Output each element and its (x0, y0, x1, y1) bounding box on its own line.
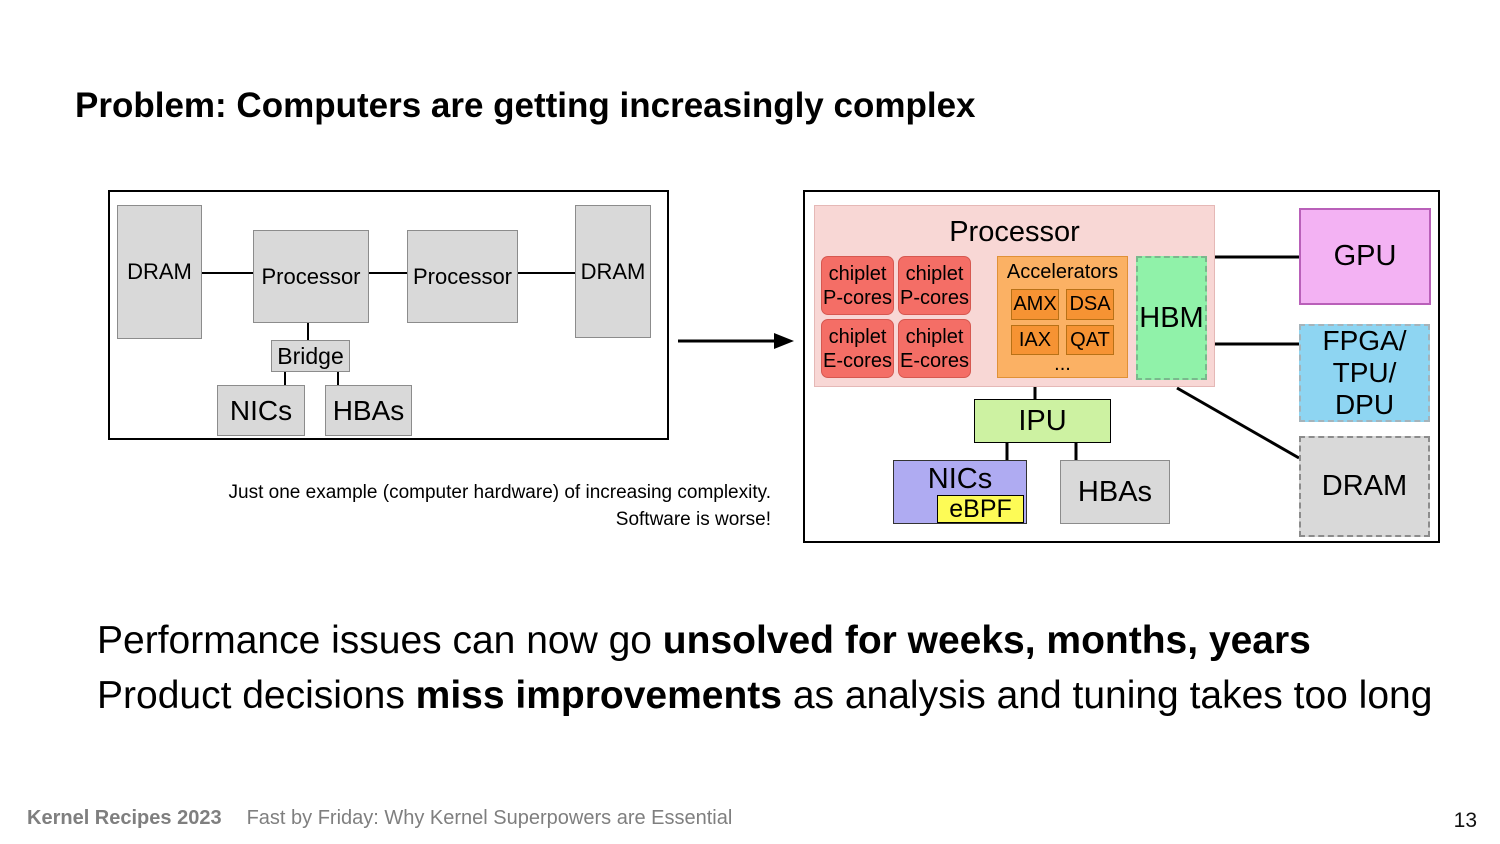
processor-package: Processor chiplet P-cores chiplet P-core… (814, 205, 1215, 387)
chiplet-line: E-cores (900, 349, 969, 372)
right-diagram: Processor chiplet P-cores chiplet P-core… (803, 190, 1440, 543)
chiplet-line: chiplet (905, 262, 964, 285)
chiplet-line: chiplet (828, 262, 887, 285)
footer-conference: Kernel Recipes 2023 (27, 807, 222, 829)
caption-line-1: Just one example (computer hardware) of … (228, 482, 771, 503)
body-line-2-normal-b: as analysis and tuning takes too long (781, 674, 1433, 717)
ebpf-box: eBPF (937, 495, 1024, 523)
box-processor-2: Processor (407, 230, 518, 323)
caption: Just one example (computer hardware) of … (171, 479, 771, 533)
hbas-box: HBAs (1060, 460, 1170, 524)
box-dram-right: DRAM (575, 205, 651, 338)
accel-unit-qat: QAT (1066, 325, 1114, 355)
left-diagram: DRAM Processor Processor DRAM Bridge NIC… (108, 190, 669, 440)
accelerators-ellipsis: ... (1054, 353, 1071, 375)
nics-box: NICs eBPF (893, 460, 1027, 524)
accelerators-box: Accelerators AMX DSA IAX QAT ... (997, 256, 1128, 378)
page-title: Problem: Computers are getting increasin… (75, 86, 976, 125)
fpga-line: TPU/ (1332, 357, 1397, 388)
body-line-1-normal: Performance issues can now go (97, 619, 663, 662)
box-hbas-left: HBAs (325, 385, 412, 436)
chiplet-line: P-cores (900, 286, 969, 309)
chiplet-p-cores-2: chiplet P-cores (898, 256, 971, 315)
gpu-box: GPU (1299, 208, 1431, 305)
chiplet-line: E-cores (823, 349, 892, 372)
chiplet-p-cores-1: chiplet P-cores (821, 256, 894, 315)
page-number: 13 (1453, 809, 1477, 832)
accel-unit-amx: AMX (1011, 289, 1059, 320)
box-bridge: Bridge (271, 340, 350, 372)
box-processor-1: Processor (253, 230, 369, 323)
caption-line-2: Software is worse! (615, 509, 771, 530)
chiplet-e-cores-2: chiplet E-cores (898, 319, 971, 378)
dram-box: DRAM (1299, 436, 1430, 537)
box-nics-left: NICs (217, 385, 305, 436)
body-line-2: Product decisions miss improvements as a… (97, 668, 1457, 723)
box-dram-left: DRAM (117, 205, 202, 339)
chiplet-line: chiplet (828, 325, 887, 348)
chiplet-line: chiplet (905, 325, 964, 348)
fpga-line: DPU (1334, 389, 1395, 420)
fpga-box: FPGA/ TPU/ DPU (1299, 324, 1430, 422)
body-line-1: Performance issues can now go unsolved f… (97, 613, 1457, 668)
chiplet-line: P-cores (823, 286, 892, 309)
accel-unit-iax: IAX (1011, 325, 1059, 355)
accelerators-label: Accelerators (1006, 261, 1119, 283)
footer: Kernel Recipes 2023 Fast by Friday: Why … (27, 807, 732, 830)
chiplet-grid: chiplet P-cores chiplet P-cores chiplet … (821, 256, 971, 378)
accelerators-grid: AMX DSA IAX QAT (1011, 289, 1114, 355)
body-text: Performance issues can now go unsolved f… (97, 613, 1457, 723)
hbm-box: HBM (1136, 256, 1207, 380)
body-line-2-bold: miss improvements (415, 674, 782, 717)
footer-talk-title: Fast by Friday: Why Kernel Superpowers a… (246, 807, 733, 829)
body-line-2-normal-a: Product decisions (97, 674, 416, 717)
accel-unit-dsa: DSA (1066, 289, 1114, 320)
ipu-box: IPU (974, 399, 1111, 443)
body-line-1-bold: unsolved for weeks, months, years (662, 619, 1311, 662)
nics-label: NICs (927, 463, 993, 495)
transition-arrow (678, 333, 794, 349)
processor-label: Processor (949, 216, 1080, 248)
fpga-line: FPGA/ (1322, 325, 1407, 356)
chiplet-e-cores-1: chiplet E-cores (821, 319, 894, 378)
